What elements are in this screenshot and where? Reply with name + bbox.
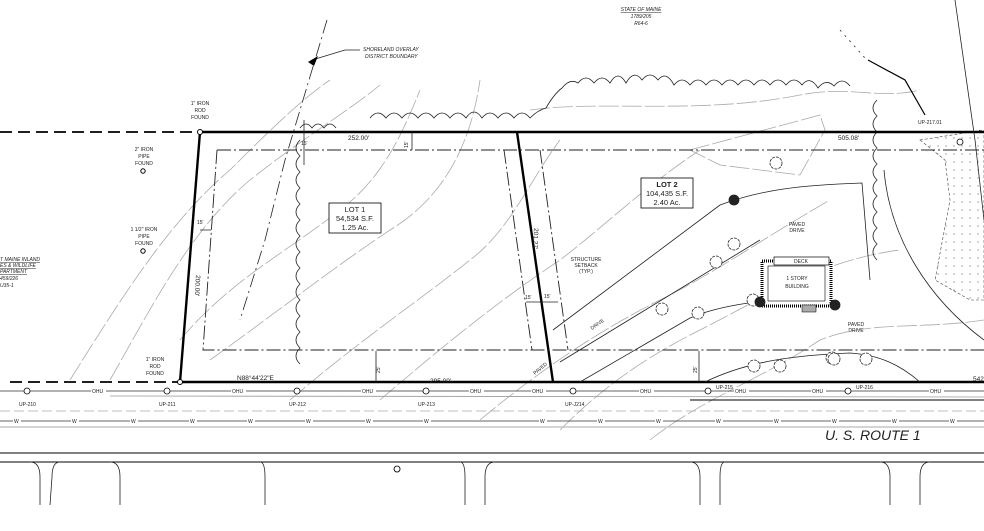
setback-lines [202,149,984,351]
water-line-label: W [656,419,661,425]
utility-pole [23,387,31,395]
ohu-label: OHU [532,389,544,395]
water-line-label: W [131,419,136,425]
svg-text:25': 25' [693,366,699,373]
ohu-label: OHU [362,389,374,395]
svg-text:505.08': 505.08' [838,135,859,142]
utility-pole-label: UP-215 [716,385,733,391]
water-line-label: W [190,419,195,425]
utility-pole-label: UP-212 [289,402,306,408]
svg-text:25': 25' [376,366,382,373]
utility-pole [569,387,577,395]
svg-text:15': 15' [404,141,410,148]
svg-text:200.00': 200.00' [193,275,201,296]
svg-text:LOT 154,534 S.F.1.25 Ac.: LOT 154,534 S.F.1.25 Ac. [336,205,374,232]
svg-text:295.00': 295.00' [430,378,451,385]
ohu-label: OHU [735,389,747,395]
utility-pole-label: UP-213 [418,402,435,408]
utility-pole-label: UP-216 [856,385,873,391]
water-line-label: W [366,419,371,425]
overhead-utility-line [0,390,984,401]
dimension-labels: 252.00' 505.08' 200.00' 201.27' N88°44'2… [193,120,984,385]
utility-pole-label: UP-210 [19,402,36,408]
water-line-label: W [306,419,311,425]
water-line-label: W [950,419,955,425]
water-line-label: W [598,419,603,425]
ohu-label: OHU [930,389,942,395]
ohu-label: OHU [640,389,652,395]
water-line-label: W [14,419,19,425]
svg-text:542: 542 [973,376,984,383]
water-line-label: W [716,419,721,425]
utility-pole [293,387,301,395]
utility-pole-label: UP-217.01 [918,120,942,126]
road [0,410,984,506]
tree-symbols [655,156,873,373]
water-line-label: W [424,419,429,425]
water-line-label: W [72,419,77,425]
utility-pole [956,138,964,146]
svg-text:15': 15' [544,294,551,300]
svg-text:N88°44'22"E: N88°44'22"E [237,374,275,382]
utility-pole [844,387,852,395]
road-label: U. S. ROUTE 1 [825,427,921,443]
water-line-label: W [248,419,253,425]
shoreland-boundary [239,19,328,321]
ohu-label: OHU [812,389,824,395]
water-line-label: W [892,419,897,425]
ohu-label: OHU [470,389,482,395]
water-line-label: W [832,419,837,425]
deck: DECK [773,256,830,266]
utility-pole [704,387,712,395]
property-boundary [0,130,984,384]
utility-pole [422,387,430,395]
utility-pole-label: UP-J214 [565,402,585,408]
svg-text:15': 15' [525,295,532,301]
utility-pole [163,387,171,395]
survey-markers [140,129,203,385]
contour-lines [69,79,984,441]
svg-text:15': 15' [197,220,204,226]
utility-pole-label: UP-211 [159,402,176,408]
ohu-label: OHU [232,389,244,395]
tree-line [295,74,981,365]
ohu-label: OHU [92,389,104,395]
svg-text:252.00': 252.00' [348,135,369,142]
paved-drive [552,169,984,383]
svg-text:201.27': 201.27' [531,228,539,249]
svg-text:DECK: DECK [794,259,809,265]
drive-label: DRIVE [590,318,607,332]
water-line-label: W [774,419,779,425]
water-line-label: W [540,419,545,425]
